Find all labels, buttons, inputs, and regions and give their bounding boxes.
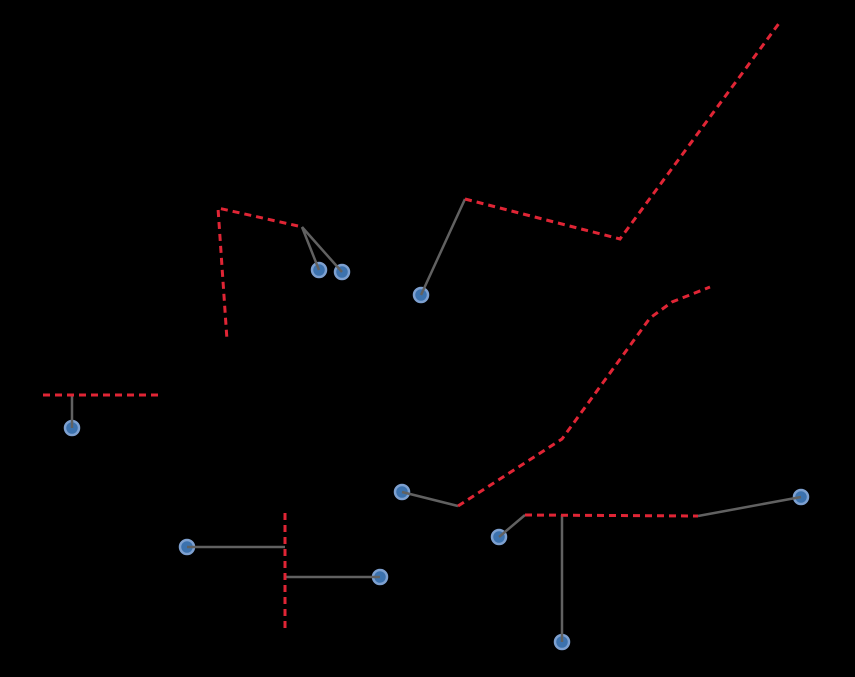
connector-3-line xyxy=(419,198,467,296)
path-top-left-corner-dotted-line xyxy=(216,206,299,341)
connector-7-line xyxy=(401,490,459,508)
connector-8-line xyxy=(498,514,526,538)
connector-2-line xyxy=(301,226,343,273)
path-mid-right-rise-dotted-line xyxy=(457,285,711,508)
path-top-right-diagonal-dotted-line xyxy=(464,21,782,241)
trajectory-layer xyxy=(43,21,782,628)
marker-layer xyxy=(63,261,810,651)
connector-10-line xyxy=(697,495,802,518)
connector-1-line xyxy=(300,226,321,271)
path-bottom-horizontal-dotted-line xyxy=(524,513,699,518)
connector-layer xyxy=(70,198,802,642)
